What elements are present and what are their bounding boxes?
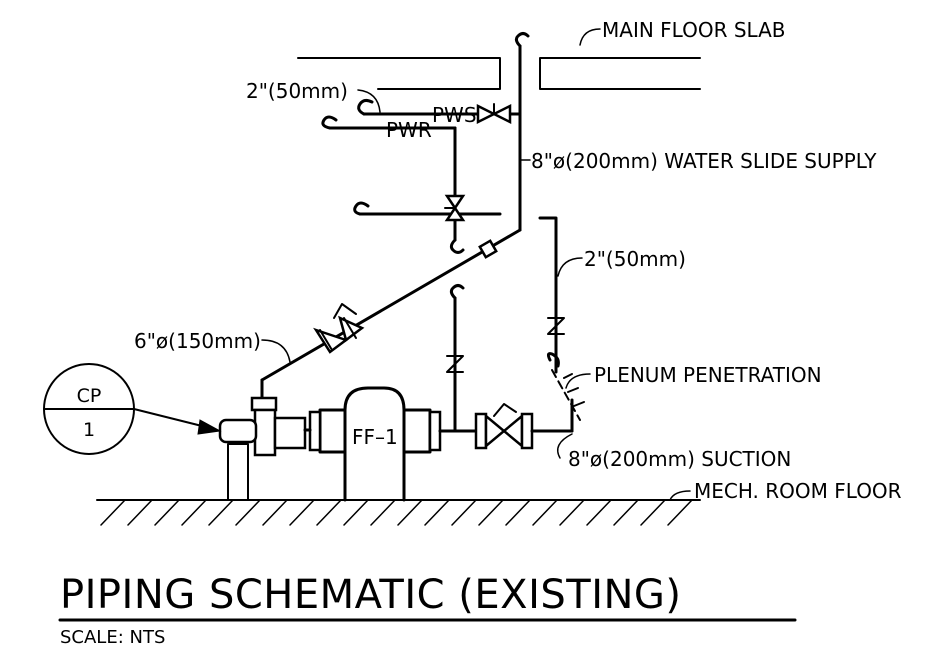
mech-room-floor [96, 499, 701, 526]
callout-bottom: 1 [83, 419, 95, 441]
plenum-leader [565, 373, 591, 389]
callout-top: CP [77, 385, 102, 407]
filter-ff1 [303, 386, 442, 502]
pump [218, 416, 307, 501]
drawing-title: PIPING SCHEMATIC (EXISTING) [60, 572, 682, 618]
pump-discharge [250, 378, 278, 457]
branch-size-label: 2"(50mm) [584, 247, 686, 271]
main-floor-slab-label: MAIN FLOOR SLAB [602, 18, 786, 42]
mid-branch [353, 194, 502, 222]
water-slide-supply-label: 8"ø(200mm) WATER SLIDE SUPPLY [531, 149, 877, 173]
pwr-label: PWR [386, 118, 432, 142]
pwr-branch [321, 115, 465, 254]
plenum-penetration-label: PLENUM PENETRATION [594, 363, 822, 387]
suction-leader [557, 433, 573, 459]
floor-leader [669, 490, 691, 501]
suction-riser [446, 284, 465, 433]
branch-2in [538, 216, 585, 433]
suction-line [438, 403, 574, 450]
filter-label: FF–1 [352, 425, 398, 449]
supply-union [478, 239, 498, 259]
pws-size-leader [357, 89, 381, 113]
branch-leader [557, 257, 583, 277]
discharge-size-label: 6"ø(150mm) [134, 329, 261, 353]
drawing-scale: SCALE: NTS [60, 627, 165, 648]
supply-riser [260, 32, 530, 382]
main-floor-slab [297, 57, 701, 90]
mech-room-floor-label: MECH. ROOM FLOOR [694, 479, 902, 503]
discharge-leader [261, 339, 291, 363]
callout-cp1 [43, 363, 222, 455]
pws-branch [357, 98, 522, 125]
slab-leader [579, 28, 601, 46]
pws-label: PWS [432, 103, 477, 127]
discharge-valve [313, 303, 365, 354]
suction-label: 8"ø(200mm) SUCTION [568, 447, 791, 471]
pws-size-label: 2"(50mm) [246, 79, 348, 103]
